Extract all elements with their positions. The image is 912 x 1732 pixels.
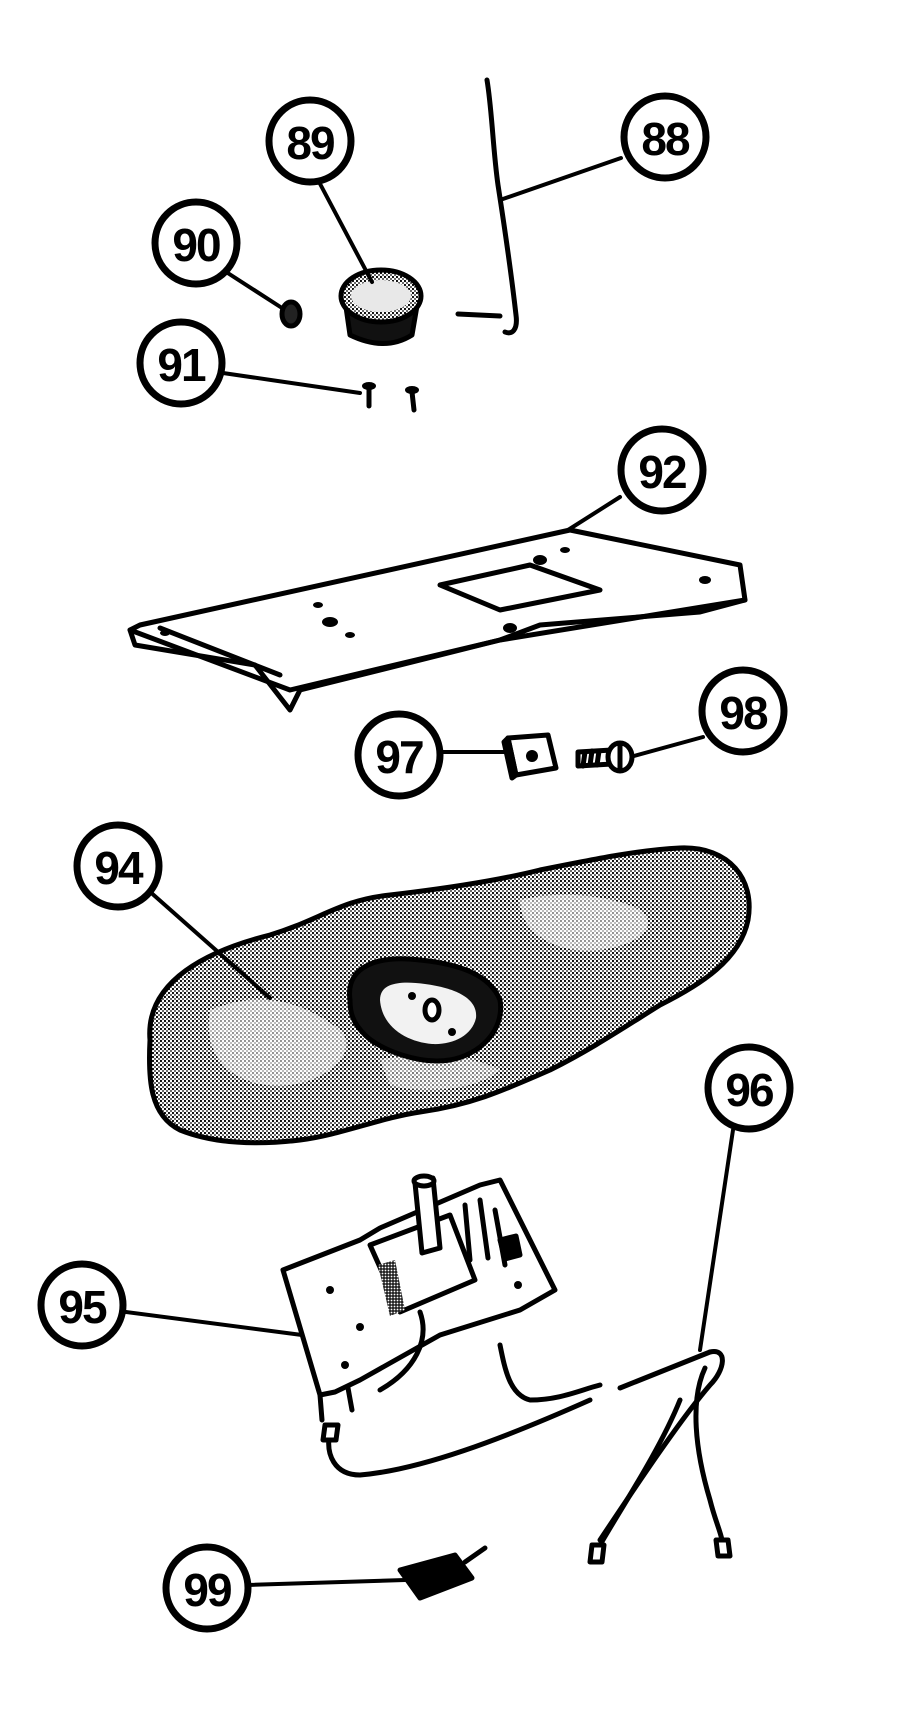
callout-92-label: 92	[638, 446, 686, 498]
part-99-component	[397, 1545, 488, 1601]
part-96-wire-harness	[587, 1349, 733, 1565]
callout-88: 88	[620, 92, 710, 182]
part-89-knob	[338, 267, 424, 346]
part-91-screws	[362, 382, 419, 413]
callout-91: 91	[136, 318, 226, 408]
callout-95: 95	[37, 1260, 127, 1350]
part-94-insulation	[146, 845, 752, 1146]
part-92-bracket	[127, 527, 748, 713]
callout-89-label: 89	[286, 117, 334, 169]
callout-91-label: 91	[157, 339, 206, 391]
callout-96-label: 96	[725, 1064, 773, 1116]
part-90-nut	[279, 299, 303, 329]
callout-94-label: 94	[94, 842, 144, 894]
callout-89: 89	[265, 96, 355, 186]
leader-lines	[124, 156, 735, 1587]
callout-97: 97	[354, 710, 444, 800]
callout-98-label: 98	[719, 687, 768, 739]
callout-95-label: 95	[58, 1281, 107, 1333]
callout-88-label: 88	[641, 113, 690, 165]
callout-90: 90	[151, 198, 241, 288]
callout-90-label: 90	[172, 219, 220, 271]
part-95-control-board	[280, 1173, 603, 1478]
callout-94: 94	[73, 821, 163, 911]
part-98-screw	[575, 740, 635, 774]
part-88-rod	[455, 77, 519, 336]
callout-96: 96	[704, 1043, 794, 1133]
part-97-clip	[501, 732, 559, 781]
callout-92: 92	[617, 425, 707, 515]
callout-98: 98	[698, 666, 788, 756]
callout-99: 99	[162, 1543, 252, 1633]
callout-97-label: 97	[375, 731, 423, 783]
callout-99-label: 99	[183, 1564, 231, 1616]
